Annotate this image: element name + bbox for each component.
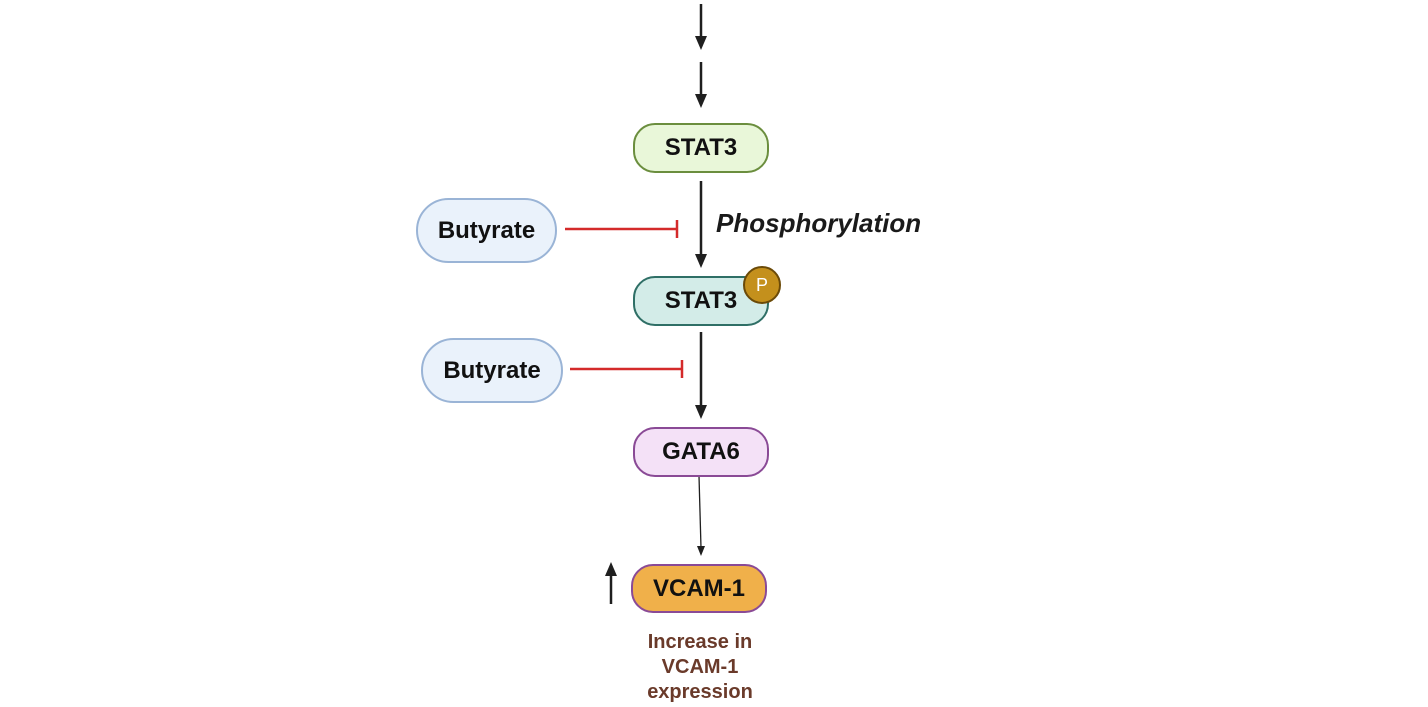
gata6-node: GATA6 xyxy=(633,427,769,477)
outcome-line-2: VCAM-1 xyxy=(661,656,739,678)
increase-up-arrow-head xyxy=(605,562,617,576)
outcome-line-3: expression xyxy=(647,681,753,703)
phospho-stat3-label: STAT3 xyxy=(664,287,738,314)
butyrate-node-2: Butyrate xyxy=(421,338,563,403)
gata6-vcam1-arrow xyxy=(698,475,702,549)
phosphorylation-label: Phosphorylation xyxy=(716,208,922,238)
butyrate-node-1: Butyrate xyxy=(416,198,557,263)
gata6-vcam1-arrow-head xyxy=(697,546,705,556)
phosphate-badge: P xyxy=(743,266,781,304)
incoming-arrow-2-head xyxy=(695,94,707,108)
phosphate-badge-label: P xyxy=(755,274,768,295)
outcome-line-1: Increase in xyxy=(647,631,753,653)
vcam1-label: VCAM-1 xyxy=(652,574,745,602)
stat3-label: STAT3 xyxy=(664,134,738,161)
stat3-node: STAT3 xyxy=(633,123,769,173)
incoming-arrow-1-head xyxy=(695,36,707,50)
outcome-text: Increase in VCAM-1 expression xyxy=(620,630,780,705)
butyrate-label-2: Butyrate xyxy=(443,356,541,384)
gata6-label: GATA6 xyxy=(662,438,740,465)
stat3-gata6-arrow-head xyxy=(695,405,707,419)
butyrate-label-1: Butyrate xyxy=(437,216,536,244)
vcam1-node: VCAM-1 xyxy=(631,564,767,613)
phosphorylation-arrow-head xyxy=(695,254,707,268)
